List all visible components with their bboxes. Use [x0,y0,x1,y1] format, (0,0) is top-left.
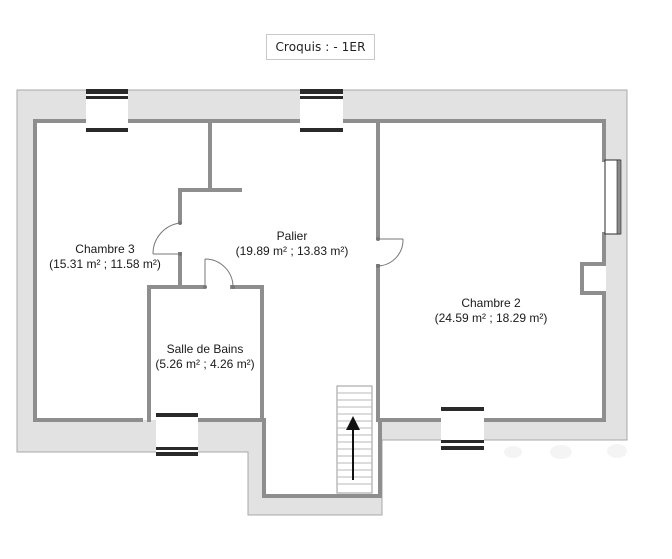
exterior-walls [16,89,628,516]
room-label-chambre-2: Chambre 2 (24.59 m² ; 18.29 m²) [435,296,548,326]
door-chambre2 [376,237,404,268]
room-areas: (15.31 m² ; 11.58 m²) [49,257,161,271]
room-label-palier: Palier (19.89 m² ; 13.83 m²) [236,229,349,259]
room-areas: (24.59 m² ; 18.29 m²) [434,311,548,325]
interior-walls [33,119,606,498]
stairs-up-arrow-icon [346,416,360,480]
window-bottom-bathroom [156,413,198,456]
room-areas: (5.26 m² ; 4.26 m²) [155,357,255,371]
staircase [336,385,373,494]
room-name: Salle de Bains [166,342,244,356]
sketch-title: Croquis : - 1ER [266,34,375,60]
room-label-salle-de-bains: Salle de Bains (5.26 m² ; 4.26 m²) [155,342,254,372]
room-label-chambre-3: Chambre 3 (15.31 m² ; 11.58 m²) [49,242,161,272]
room-name: Chambre 3 [75,242,135,256]
door-chambre3 [152,221,182,256]
room-areas: (19.89 m² ; 13.83 m²) [235,244,349,258]
room-name: Palier [276,229,308,243]
watermark-dots [504,444,627,459]
room-name: Chambre 2 [461,296,521,310]
window-bottom-chambre2 [441,407,484,450]
window-right [604,159,622,235]
door-salle-de-bains [203,258,235,289]
window-top-center [300,89,343,132]
window-top-left [86,89,128,132]
